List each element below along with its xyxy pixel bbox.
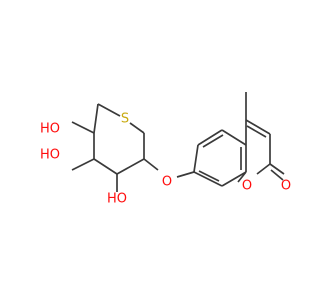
bond-o-c7: [176, 171, 195, 178]
bond-c4-oh: [71, 158, 95, 171]
bond-c2-carbonyl: [269, 163, 285, 175]
ether-oxygen-label: O: [162, 175, 172, 190]
bond-c5-c5-inner: [202, 134, 224, 148]
bond-c5-oh: [71, 121, 95, 134]
hydroxyl-top-label: HO: [40, 122, 60, 137]
sulfur-atom-label: S: [121, 112, 129, 127]
bond-c3-c4: [93, 158, 118, 175]
bond-c6-c5: [197, 129, 223, 146]
bond-c1-o: [143, 158, 159, 171]
bond-c7-c6: [193, 144, 199, 173]
bond-c4-c3-inner: [246, 125, 267, 138]
hydroxyl-middle-label: HO: [40, 148, 60, 163]
carbonyl-oxygen-label: O: [281, 179, 291, 194]
bond-c8a-c8: [221, 171, 247, 187]
bond-c8-c7-inner: [198, 170, 220, 182]
bond-c5-s: [97, 103, 121, 117]
lactone-ring-oxygen-label: O: [242, 179, 252, 194]
bond-c2-c3: [116, 158, 145, 175]
bond-c8-c7: [193, 171, 223, 187]
hydroxyl-bottom-label: HO: [107, 192, 127, 207]
bond-c4-c3: [245, 119, 271, 135]
bond-s-c1: [129, 122, 145, 134]
molecule-diagram: S O HO HO HO O O: [39, 92, 292, 207]
bond-c5-c6: [93, 103, 99, 134]
structure-svg: S O HO HO HO O O: [40, 92, 291, 207]
bond-c5-c4a: [221, 129, 247, 146]
bond-c2-ring-o: [256, 163, 271, 175]
bond-ring-o-c8a: [237, 171, 247, 183]
bond-c2-carbonyl-inner: [270, 169, 284, 181]
